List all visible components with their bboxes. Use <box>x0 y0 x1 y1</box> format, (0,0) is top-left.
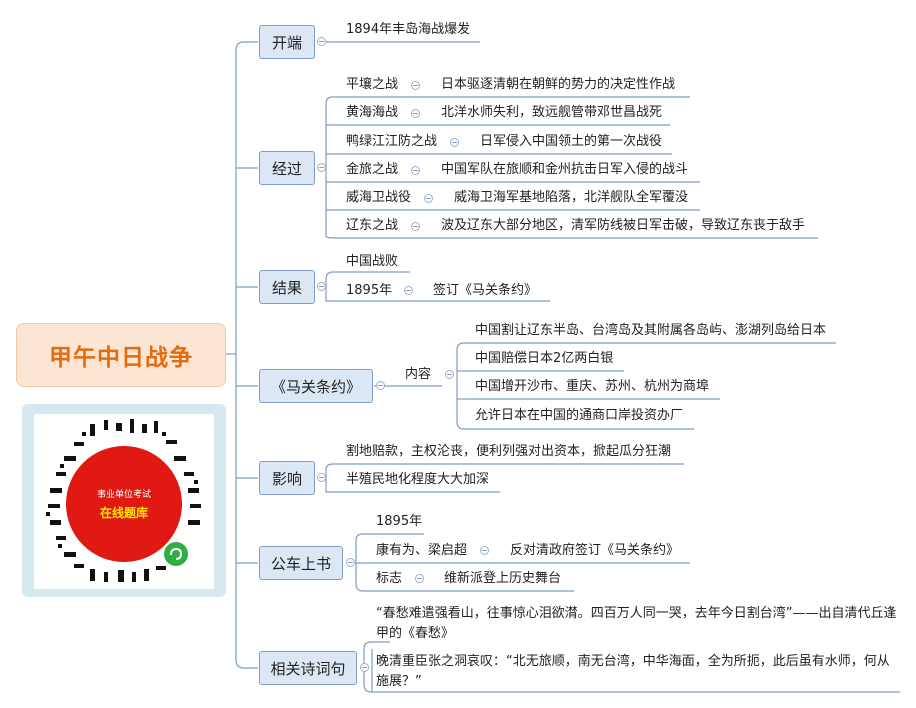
collapse-icon[interactable] <box>424 194 433 203</box>
kaiduan-item: 1894年丰岛海战爆发 <box>346 22 471 37</box>
jingguo-item-name: 黄海海战 <box>346 105 399 120</box>
collapse-icon[interactable] <box>480 546 489 555</box>
topic-gongche[interactable]: 公车上书 <box>259 546 343 580</box>
collapse-icon[interactable] <box>360 663 369 672</box>
gongche-mark-desc: 维新派登上历史舞台 <box>444 571 562 586</box>
jingguo-item-desc: 日本驱逐清朝在朝鲜的势力的决定性作战 <box>441 77 676 92</box>
gongche-person: 康有为、梁启超 <box>376 543 468 558</box>
jingguo-item-desc: 日军侵入中国领土的第一次战役 <box>480 134 663 149</box>
collapse-icon[interactable] <box>445 370 454 379</box>
maguan-item: 中国割让辽东半岛、台湾岛及其附属各岛屿、澎湖列岛给日本 <box>475 323 827 338</box>
qr-label-primary: 事业单位考试 <box>96 490 151 500</box>
collapse-icon[interactable] <box>346 558 355 567</box>
jingguo-item-name: 威海卫战役 <box>346 190 412 205</box>
root-topic[interactable]: 甲午中日战争 <box>16 323 226 387</box>
jingguo-item-name: 鸭绿江江防之战 <box>346 134 438 149</box>
maguan-item: 中国赔偿日本2亿两白银 <box>475 351 614 366</box>
gongche-year: 1895年 <box>376 514 423 529</box>
qr-code-icon <box>46 419 201 582</box>
collapse-icon[interactable] <box>317 163 326 172</box>
jieguo-year: 1895年 <box>346 283 393 298</box>
jieguo-desc: 签订《马关条约》 <box>433 283 538 298</box>
jingguo-item-name: 金旅之战 <box>346 162 399 177</box>
topic-maguan[interactable]: 《马关条约》 <box>259 369 373 403</box>
qr-code: 事业单位考试 在线题库 <box>34 414 214 589</box>
shici-poem: “春愁难遣强看山，往事惊心泪欲潸。四百万人同一哭，去年今日割台湾”——出自清代丘… <box>376 606 897 641</box>
collapse-icon[interactable] <box>317 282 326 291</box>
jingguo-item-name: 平壤之战 <box>346 77 399 92</box>
topic-kaiduan[interactable]: 开端 <box>259 25 315 59</box>
jingguo-item-name: 辽东之战 <box>346 218 399 233</box>
collapse-icon[interactable] <box>317 473 326 482</box>
gongche-person-desc: 反对清政府签订《马关条约》 <box>510 543 680 558</box>
maguan-item: 中国增开沙市、重庆、苏州、杭州为商埠 <box>475 379 710 394</box>
collapse-icon[interactable] <box>376 381 385 390</box>
gongche-mark: 标志 <box>376 571 403 586</box>
topic-jingguo[interactable]: 经过 <box>259 151 315 185</box>
collapse-icon[interactable] <box>317 37 326 46</box>
jingguo-item-desc: 波及辽东大部分地区，清军防线被日军击破，导致辽东丧于敌手 <box>441 218 806 233</box>
topic-jieguo[interactable]: 结果 <box>259 270 315 304</box>
jingguo-item-desc: 北洋水师失利，致远舰管带邓世昌战死 <box>441 105 663 120</box>
topic-shici[interactable]: 相关诗词句 <box>259 651 357 685</box>
collapse-icon[interactable] <box>404 286 413 295</box>
qr-code-panel: 事业单位考试 在线题库 <box>22 404 226 597</box>
collapse-icon[interactable] <box>411 81 420 90</box>
collapse-icon[interactable] <box>411 222 420 231</box>
yingxiang-item: 半殖民地化程度大大加深 <box>346 472 490 487</box>
shici-quote: 晚清重臣张之洞哀叹：“北无旅顺，南无台湾，中华海面，全为所扼，此后虽有水师，何从… <box>376 654 890 689</box>
qr-label-secondary: 在线题库 <box>99 506 148 520</box>
collapse-icon[interactable] <box>411 109 420 118</box>
topic-yingxiang[interactable]: 影响 <box>259 461 315 495</box>
jingguo-item-desc: 中国军队在旅顺和金州抗击日军入侵的战斗 <box>441 162 689 177</box>
collapse-icon[interactable] <box>415 574 424 583</box>
maguan-sub: 内容 <box>405 367 432 382</box>
maguan-item: 允许日本在中国的通商口岸投资办厂 <box>475 408 684 423</box>
jingguo-item-desc: 威海卫海军基地陷落，北洋舰队全军覆没 <box>454 190 689 205</box>
collapse-icon[interactable] <box>411 166 420 175</box>
collapse-icon[interactable] <box>450 138 459 147</box>
jieguo-item: 中国战败 <box>346 254 399 269</box>
yingxiang-item: 割地赔款，主权沦丧，便利列强对出资本，掀起瓜分狂潮 <box>346 444 672 459</box>
